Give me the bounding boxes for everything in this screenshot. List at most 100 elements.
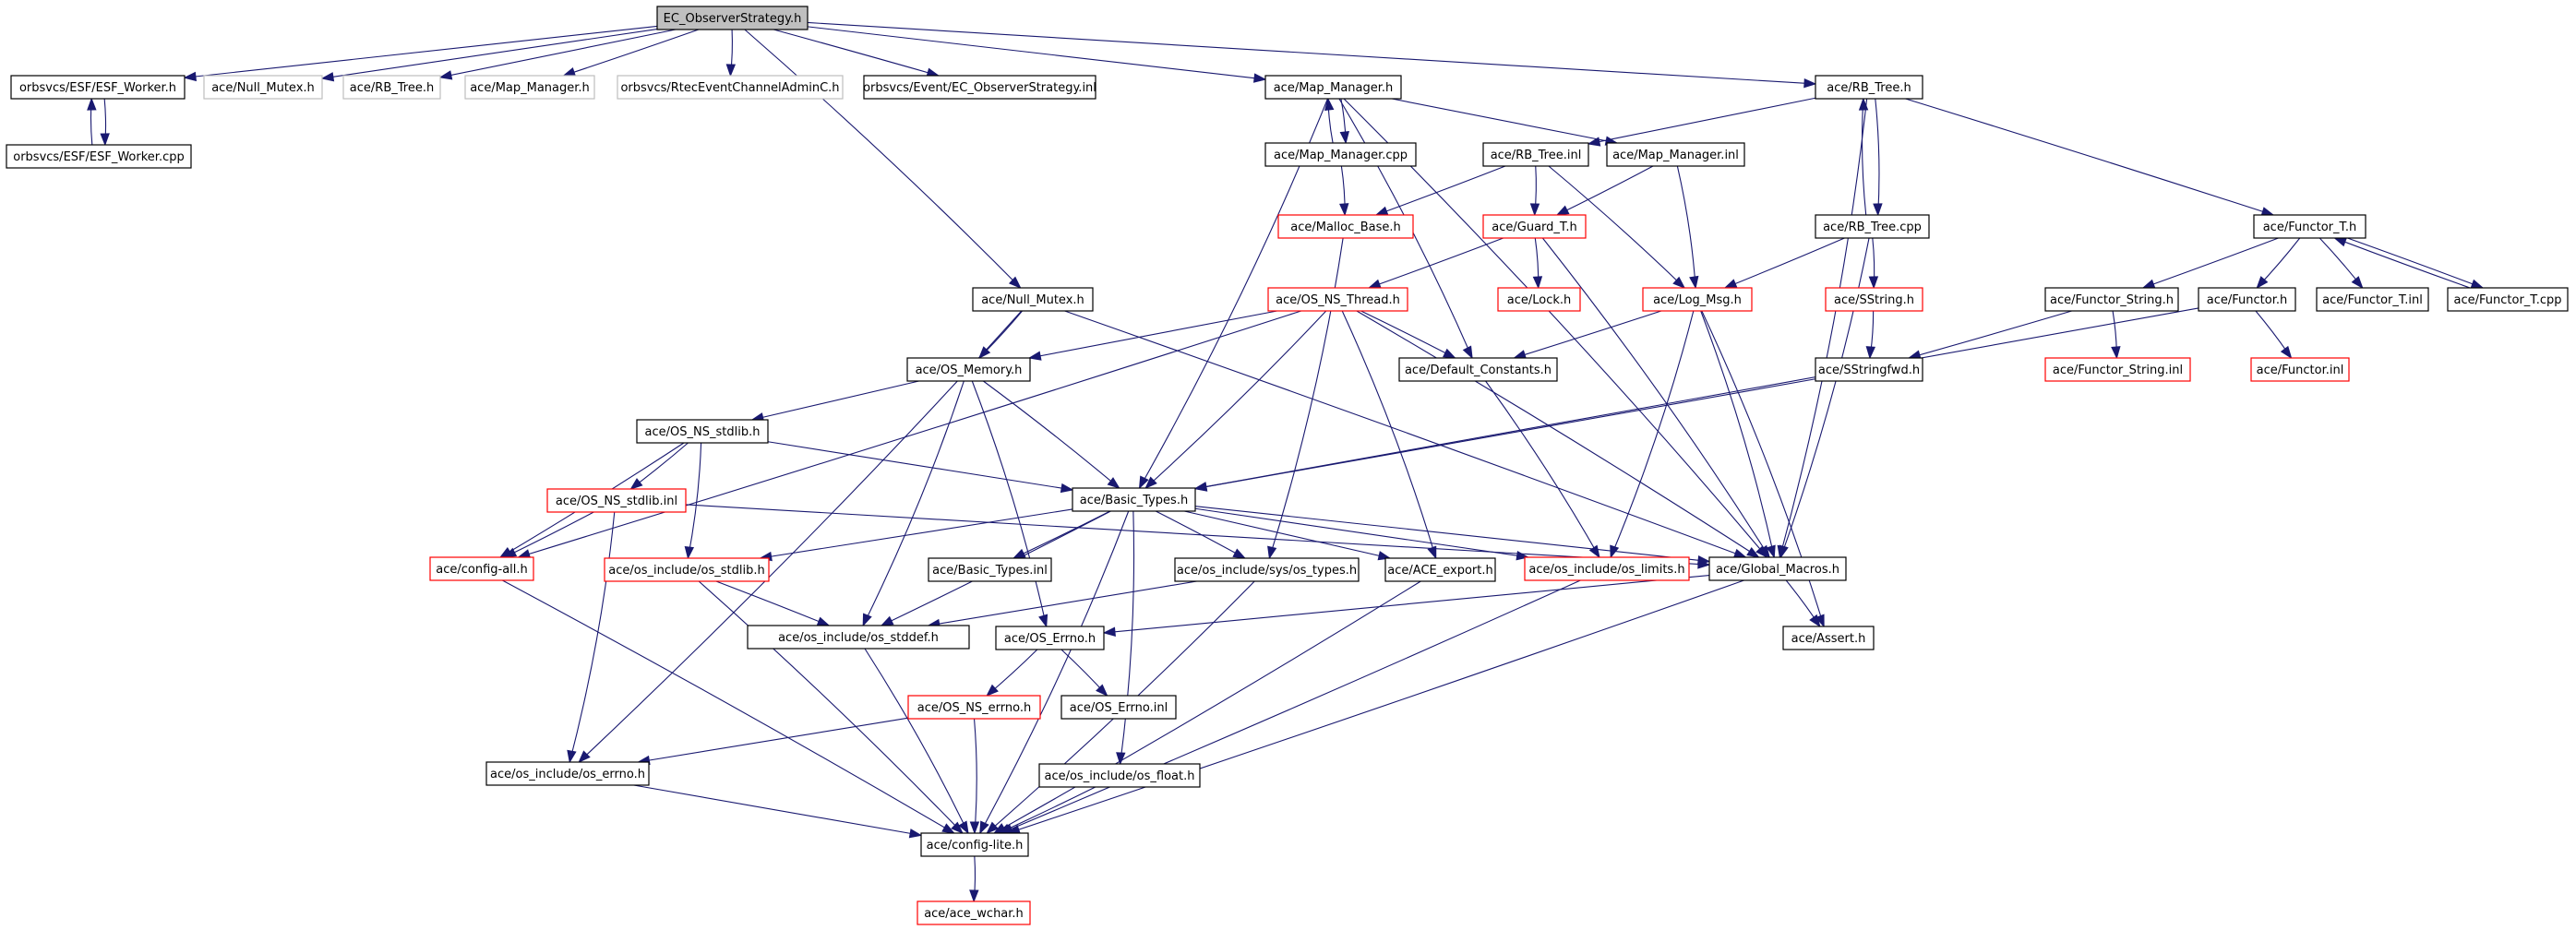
dependency-edge <box>1532 237 1543 290</box>
edge-line <box>1064 310 1746 558</box>
node-log-msg[interactable]: ace/Log_Msg.h <box>1642 287 1753 312</box>
dependency-edge <box>1367 237 1504 289</box>
node-functor-string-inl[interactable]: ace/Functor_String.inl <box>2044 357 2191 382</box>
node-functor-inl[interactable]: ace/Functor.inl <box>2250 357 2350 382</box>
node-box <box>464 75 595 100</box>
edge-line <box>1701 310 1825 627</box>
edge-line <box>751 380 919 421</box>
node-os-errno-inl[interactable]: ace/OS_Errno.inl <box>1060 695 1177 720</box>
dependency-edge <box>1339 165 1349 217</box>
node-rb-tree-inl[interactable]: ace/RB_Tree.inl <box>1482 142 1589 167</box>
node-sstringfwd[interactable]: ace/SStringfwd.h <box>1815 357 1923 382</box>
edges-layer <box>87 21 2485 903</box>
node-rb-tree-cpp[interactable]: ace/RB_Tree.cpp <box>1815 214 1930 239</box>
node-global-macros[interactable]: ace/Global_Macros.h <box>1708 556 1847 581</box>
node-map-manager-inl[interactable]: ace/Map_Manager.inl <box>1606 142 1745 167</box>
node-functor-t-inl[interactable]: ace/Functor_T.inl <box>2316 287 2429 312</box>
node-label: ace/os_include/sys/os_types.h <box>1177 564 1357 578</box>
edge-line <box>983 380 1120 489</box>
edge-line <box>1541 237 1770 558</box>
dependency-edge <box>1865 310 1876 360</box>
node-box <box>2253 214 2366 239</box>
node-os-errno-h[interactable]: ace/OS_Errno.h <box>995 626 1105 650</box>
arrowhead-icon <box>1532 276 1543 290</box>
edge-line <box>638 717 909 763</box>
dependency-edge <box>1905 98 2275 217</box>
edge-line <box>998 786 1096 834</box>
node-box <box>995 626 1105 650</box>
node-box <box>1606 142 1745 167</box>
arrowhead-icon <box>320 72 335 82</box>
node-ace-export[interactable]: ace/ACE_export.h <box>1384 557 1496 582</box>
edge-line <box>1779 237 1870 558</box>
node-functor-string-h[interactable]: ace/Functor_String.h <box>2044 287 2179 312</box>
node-os-ns-errno[interactable]: ace/OS_NS_errno.h <box>907 695 1041 720</box>
node-functor-h[interactable]: ace/Functor.h <box>2198 287 2296 312</box>
node-esf-worker-h[interactable]: orbsvcs/ESF/ESF_Worker.h <box>10 75 186 100</box>
node-ec-inl[interactable]: orbsvcs/Event/EC_ObserverStrategy.inl <box>863 75 1096 100</box>
node-functor-t-cpp[interactable]: ace/Functor_T.cpp <box>2447 287 2569 312</box>
arrowhead-icon <box>941 823 955 834</box>
node-ace-wchar[interactable]: ace/ace_wchar.h <box>917 900 1031 925</box>
node-lock-h[interactable]: ace/Lock.h <box>1497 287 1581 312</box>
edge-line <box>698 580 964 834</box>
node-os-stddef-inc[interactable]: ace/os_include/os_stddef.h <box>747 625 970 650</box>
node-os-ns-stdlib-inl[interactable]: ace/OS_NS_stdlib.inl <box>546 488 687 513</box>
node-root[interactable]: EC_ObserverStrategy.h <box>656 6 809 30</box>
node-map-manager-cpp[interactable]: ace/Map_Manager.cpp <box>1264 142 1417 167</box>
node-map-manager-h[interactable]: ace/Map_Manager.h <box>1264 75 1402 100</box>
arrowhead-icon <box>969 889 979 903</box>
node-os-memory[interactable]: ace/OS_Memory.h <box>906 357 1031 382</box>
arrowhead-icon <box>1060 483 1074 494</box>
node-box <box>1825 287 1923 312</box>
node-config-all[interactable]: ace/config-all.h <box>429 556 534 581</box>
dependency-edge <box>633 784 923 839</box>
node-basic-types-inl[interactable]: ace/Basic_Types.inl <box>928 557 1052 582</box>
node-os-float-inc[interactable]: ace/os_include/os_float.h <box>1038 763 1201 788</box>
node-os-errno-inc[interactable]: ace/os_include/os_errno.h <box>485 761 650 786</box>
node-functor-t-h[interactable]: ace/Functor_T.h <box>2253 214 2366 239</box>
dependency-edge <box>629 442 689 490</box>
arrowhead-icon <box>1107 477 1120 489</box>
node-sstring-h[interactable]: ace/SString.h <box>1825 287 1923 312</box>
node-rb-tree-h[interactable]: ace/RB_Tree.h <box>1815 75 1923 100</box>
node-assert-h[interactable]: ace/Assert.h <box>1782 626 1875 650</box>
arrowhead-icon <box>1815 614 1825 628</box>
edge-line <box>1120 510 1135 765</box>
node-label: ace/os_include/os_limits.h <box>1528 563 1684 577</box>
node-config-lite[interactable]: ace/config-lite.h <box>920 832 1029 857</box>
node-os-stdlib-inc[interactable]: ace/os_include/os_stdlib.h <box>604 557 770 582</box>
dependency-edge <box>1027 310 1277 361</box>
dependency-edge <box>1587 97 1816 147</box>
arrowhead-icon <box>2111 346 2121 360</box>
node-label: orbsvcs/Event/EC_ObserverStrategy.inl <box>863 81 1096 95</box>
dependency-edge <box>1012 510 1111 559</box>
node-label: orbsvcs/RtecEventChannelAdminC.h <box>620 81 839 95</box>
node-label: ace/Basic_Types.h <box>1080 494 1188 507</box>
node-esf-worker-cpp[interactable]: orbsvcs/ESF/ESF_Worker.cpp <box>6 144 192 169</box>
arrowhead-icon <box>1442 348 1456 359</box>
node-box <box>1267 287 1408 312</box>
arrowhead-icon <box>183 71 197 82</box>
node-malloc-base[interactable]: ace/Malloc_Base.h <box>1277 214 1414 239</box>
edge-line <box>862 380 965 626</box>
node-basic-types-h[interactable]: ace/Basic_Types.h <box>1072 487 1196 512</box>
node-null-mutex-h[interactable]: ace/Null_Mutex.h <box>972 287 1094 312</box>
dependency-edge <box>1548 165 1686 289</box>
node-box <box>917 900 1031 925</box>
edge-line <box>1103 574 1710 634</box>
node-box <box>10 75 186 100</box>
node-default-constants[interactable]: ace/Default_Constants.h <box>1398 357 1558 382</box>
node-os-types-inc[interactable]: ace/os_include/sys/os_types.h <box>1174 557 1360 582</box>
node-label: ace/ACE_export.h <box>1387 564 1492 578</box>
node-os-ns-thread[interactable]: ace/OS_NS_Thread.h <box>1267 287 1408 312</box>
dependency-edge <box>183 25 658 82</box>
edge-line <box>1779 98 1868 558</box>
arrowhead-icon <box>1732 548 1747 558</box>
node-guard-t[interactable]: ace/Guard_T.h <box>1482 214 1587 239</box>
node-label: ace/OS_Errno.h <box>1004 632 1096 646</box>
node-box <box>1524 556 1690 581</box>
node-box <box>1815 357 1923 382</box>
node-os-ns-stdlib-h[interactable]: ace/OS_NS_stdlib.h <box>636 419 769 444</box>
node-os-limits-inc[interactable]: ace/os_include/os_limits.h <box>1524 556 1690 581</box>
